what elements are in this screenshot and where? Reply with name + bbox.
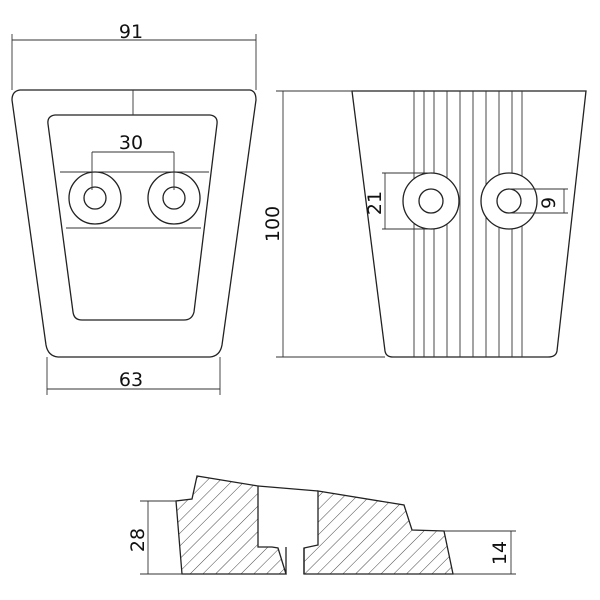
side-left-boss <box>402 172 460 230</box>
front-left-boss <box>68 171 122 225</box>
section-center-bore <box>257 485 319 574</box>
front-left-hole <box>83 186 107 210</box>
dim-height-label: 100 <box>262 206 284 242</box>
dim-bottom-width-label: 63 <box>119 369 143 391</box>
dim-hole-spacing-label: 30 <box>119 132 143 154</box>
dim-hole-diameter: 9 <box>509 188 568 214</box>
section-view: 28 14 <box>127 475 516 575</box>
dim-boss-diameter: 21 <box>364 172 431 230</box>
dim-section-end-height-label: 14 <box>489 541 511 565</box>
side-right-boss <box>480 172 538 230</box>
dim-hole-spacing: 30 <box>91 132 175 190</box>
section-right-part <box>303 490 454 575</box>
dim-boss-diameter-label: 21 <box>364 191 386 215</box>
dim-bottom-width: 63 <box>46 357 221 395</box>
front-boss-band <box>60 171 209 229</box>
front-inner-recess <box>47 114 218 321</box>
section-left-part <box>175 475 287 575</box>
dim-hole-diameter-label: 9 <box>538 197 560 209</box>
dim-top-width-label: 91 <box>119 21 143 43</box>
front-view: 91 30 63 <box>11 21 257 395</box>
side-outline <box>351 90 587 358</box>
dim-section-end-height: 14 <box>444 530 516 575</box>
front-outer-outline <box>11 89 257 358</box>
side-view: 100 21 9 <box>262 90 587 358</box>
dim-section-height: 28 <box>127 500 182 575</box>
front-right-hole <box>162 186 186 210</box>
dim-section-height-label: 28 <box>127 528 149 552</box>
dim-top-width: 91 <box>11 21 257 90</box>
dim-height: 100 <box>262 90 385 358</box>
side-left-hole <box>418 188 444 214</box>
